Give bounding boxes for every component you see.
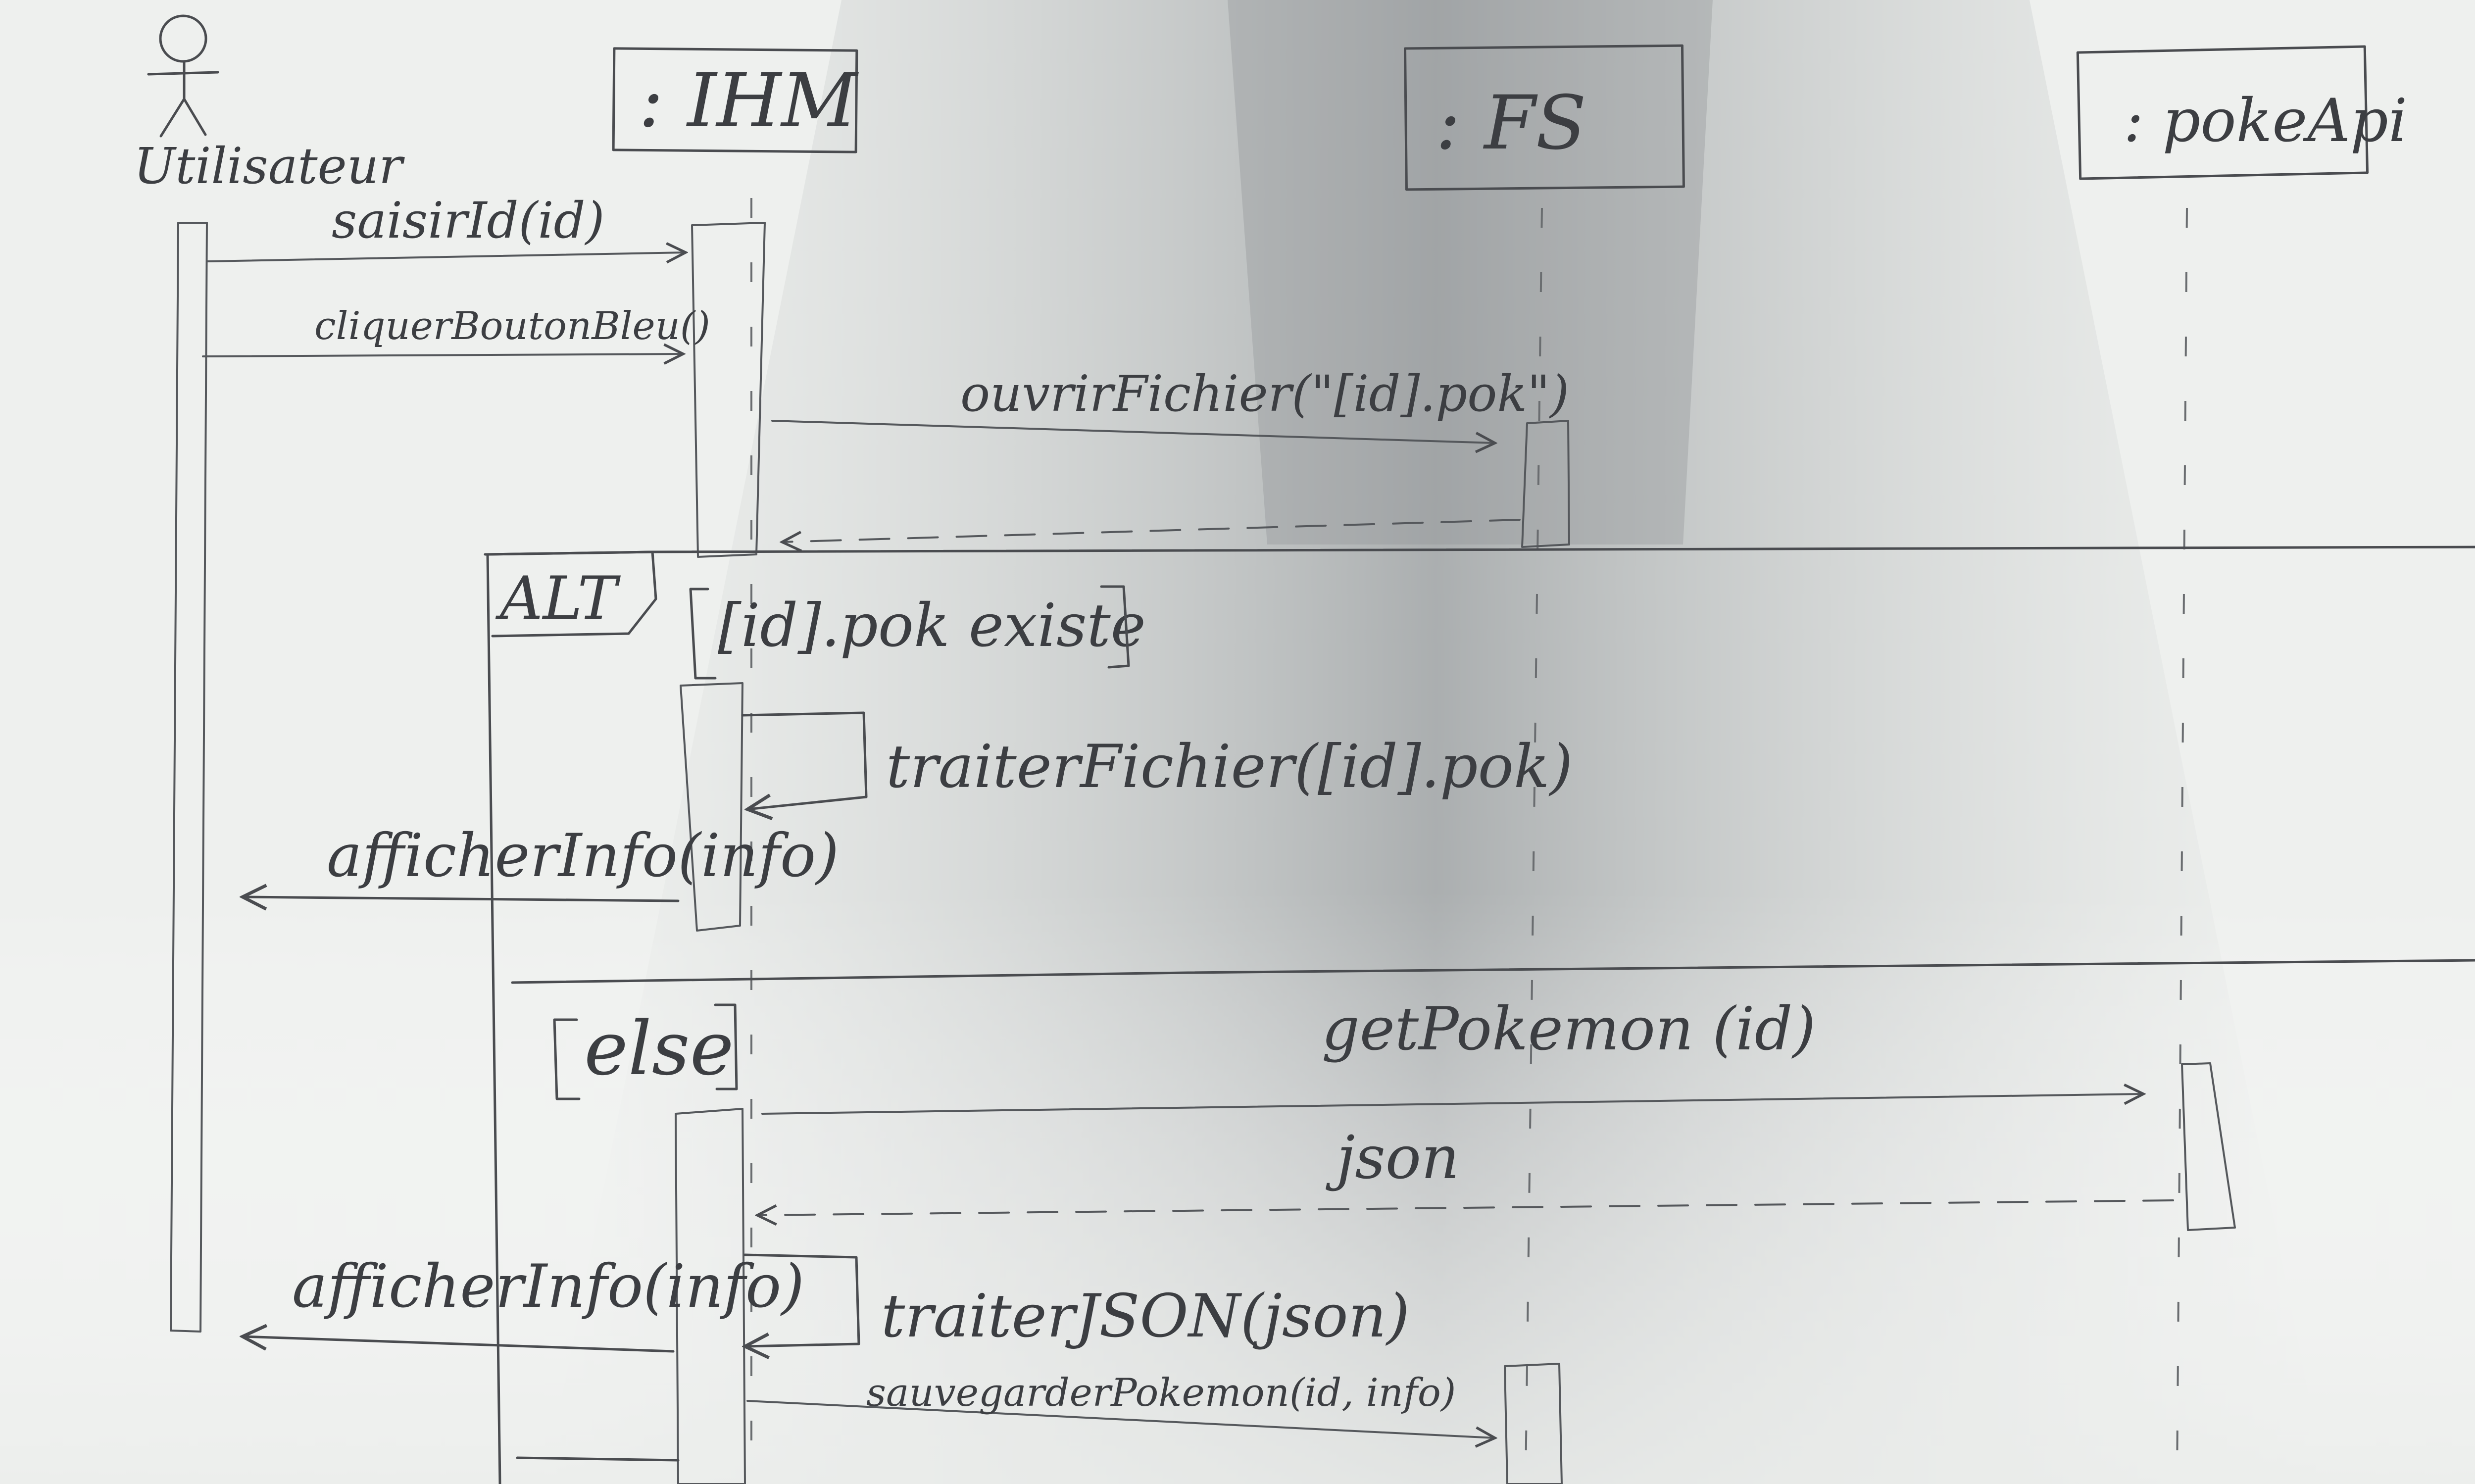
- alt-frame-bottom: [516, 1456, 680, 1462]
- alt-separator: [511, 959, 2475, 984]
- msg-afficher-2-label: afficherInfo(info): [292, 1252, 804, 1321]
- msg-afficher-2-arrow: [243, 1336, 675, 1353]
- participant-ihm-box: [612, 47, 858, 153]
- actor-name: Utilisateur: [134, 137, 405, 195]
- msg-json-return-arrow: [757, 1199, 2174, 1215]
- msg-cliquer-arrow: [202, 354, 683, 356]
- msg-json-return-label: json: [1326, 1124, 1459, 1192]
- msg-saisir-arrow: [207, 252, 686, 261]
- participant-fs-label: : FS: [1436, 80, 1586, 166]
- msg-ouvrir-label: ouvrirFichier("[id].pok"): [960, 365, 1569, 423]
- lifeline-pokeapi: [2176, 207, 2188, 1481]
- guard-2-bracket-left: [553, 1018, 581, 1100]
- actor-stick-figure-icon: [147, 60, 219, 138]
- msg-traiter-json-arrow: [745, 1253, 860, 1346]
- msg-afficher-1-label: afficherInfo(info): [327, 822, 839, 890]
- msg-cliquer-label: cliquerBoutonBleu(): [314, 304, 710, 348]
- activation-fs-1: [1521, 420, 1570, 548]
- activation-ihm-2: [680, 682, 743, 932]
- msg-traiter-fichier-label: traiterFichier([id].pok): [886, 733, 1573, 801]
- alt-frame-left: [486, 553, 501, 1484]
- guard-2-label: else: [584, 1006, 734, 1092]
- lifeline-fs: [1525, 207, 1543, 1481]
- msg-get-pokemon-arrow: [761, 1094, 2143, 1115]
- alt-operator-tab: [486, 550, 657, 638]
- guard-1-label: [id].pok existe: [718, 592, 1146, 660]
- participant-pokeapi-box: [2076, 45, 2369, 180]
- activation-actor: [170, 222, 208, 1333]
- guard-1-bracket-left: [689, 588, 717, 680]
- msg-sauvegarder-label: sauvegarderPokemon(id, info): [866, 1371, 1456, 1415]
- participant-pokeapi: : pokeApi: [2076, 45, 2407, 180]
- activation-pokeapi: [2181, 1062, 2236, 1231]
- alt-fragment: ALT: [484, 545, 2475, 1484]
- participant-fs-box: [1403, 44, 1685, 191]
- guard-2-bracket-right: [714, 1003, 738, 1090]
- participant-fs: : FS: [1403, 44, 1685, 191]
- msg-get-pokemon-label: getPokemon (id): [1322, 995, 1816, 1064]
- msg-ouvrir-arrow: [771, 420, 1495, 443]
- activation-ihm-1: [691, 222, 766, 558]
- participant-pokeapi-label: : pokeApi: [2124, 87, 2407, 155]
- guard-1-bracket-right: [1100, 585, 1130, 669]
- participant-ihm: : IHM: [612, 47, 859, 153]
- msg-afficher-1-arrow: [243, 897, 680, 901]
- msg-ouvrir-return-arrow: [782, 519, 1521, 542]
- activation-ihm-3: [675, 1108, 746, 1484]
- participant-ihm-label: : IHM: [639, 58, 859, 144]
- activation-fs-2: [1504, 1363, 1563, 1484]
- actor-utilisateur: Utilisateur: [134, 14, 405, 195]
- msg-traiter-json-label: traiterJSON(json): [881, 1282, 1410, 1351]
- alt-operator-label: ALT: [495, 564, 621, 633]
- msg-saisir-label: saisirId(id): [332, 192, 605, 249]
- msg-traiter-fichier-arrow: [741, 711, 868, 809]
- msg-sauvegarder-arrow: [746, 1400, 1495, 1438]
